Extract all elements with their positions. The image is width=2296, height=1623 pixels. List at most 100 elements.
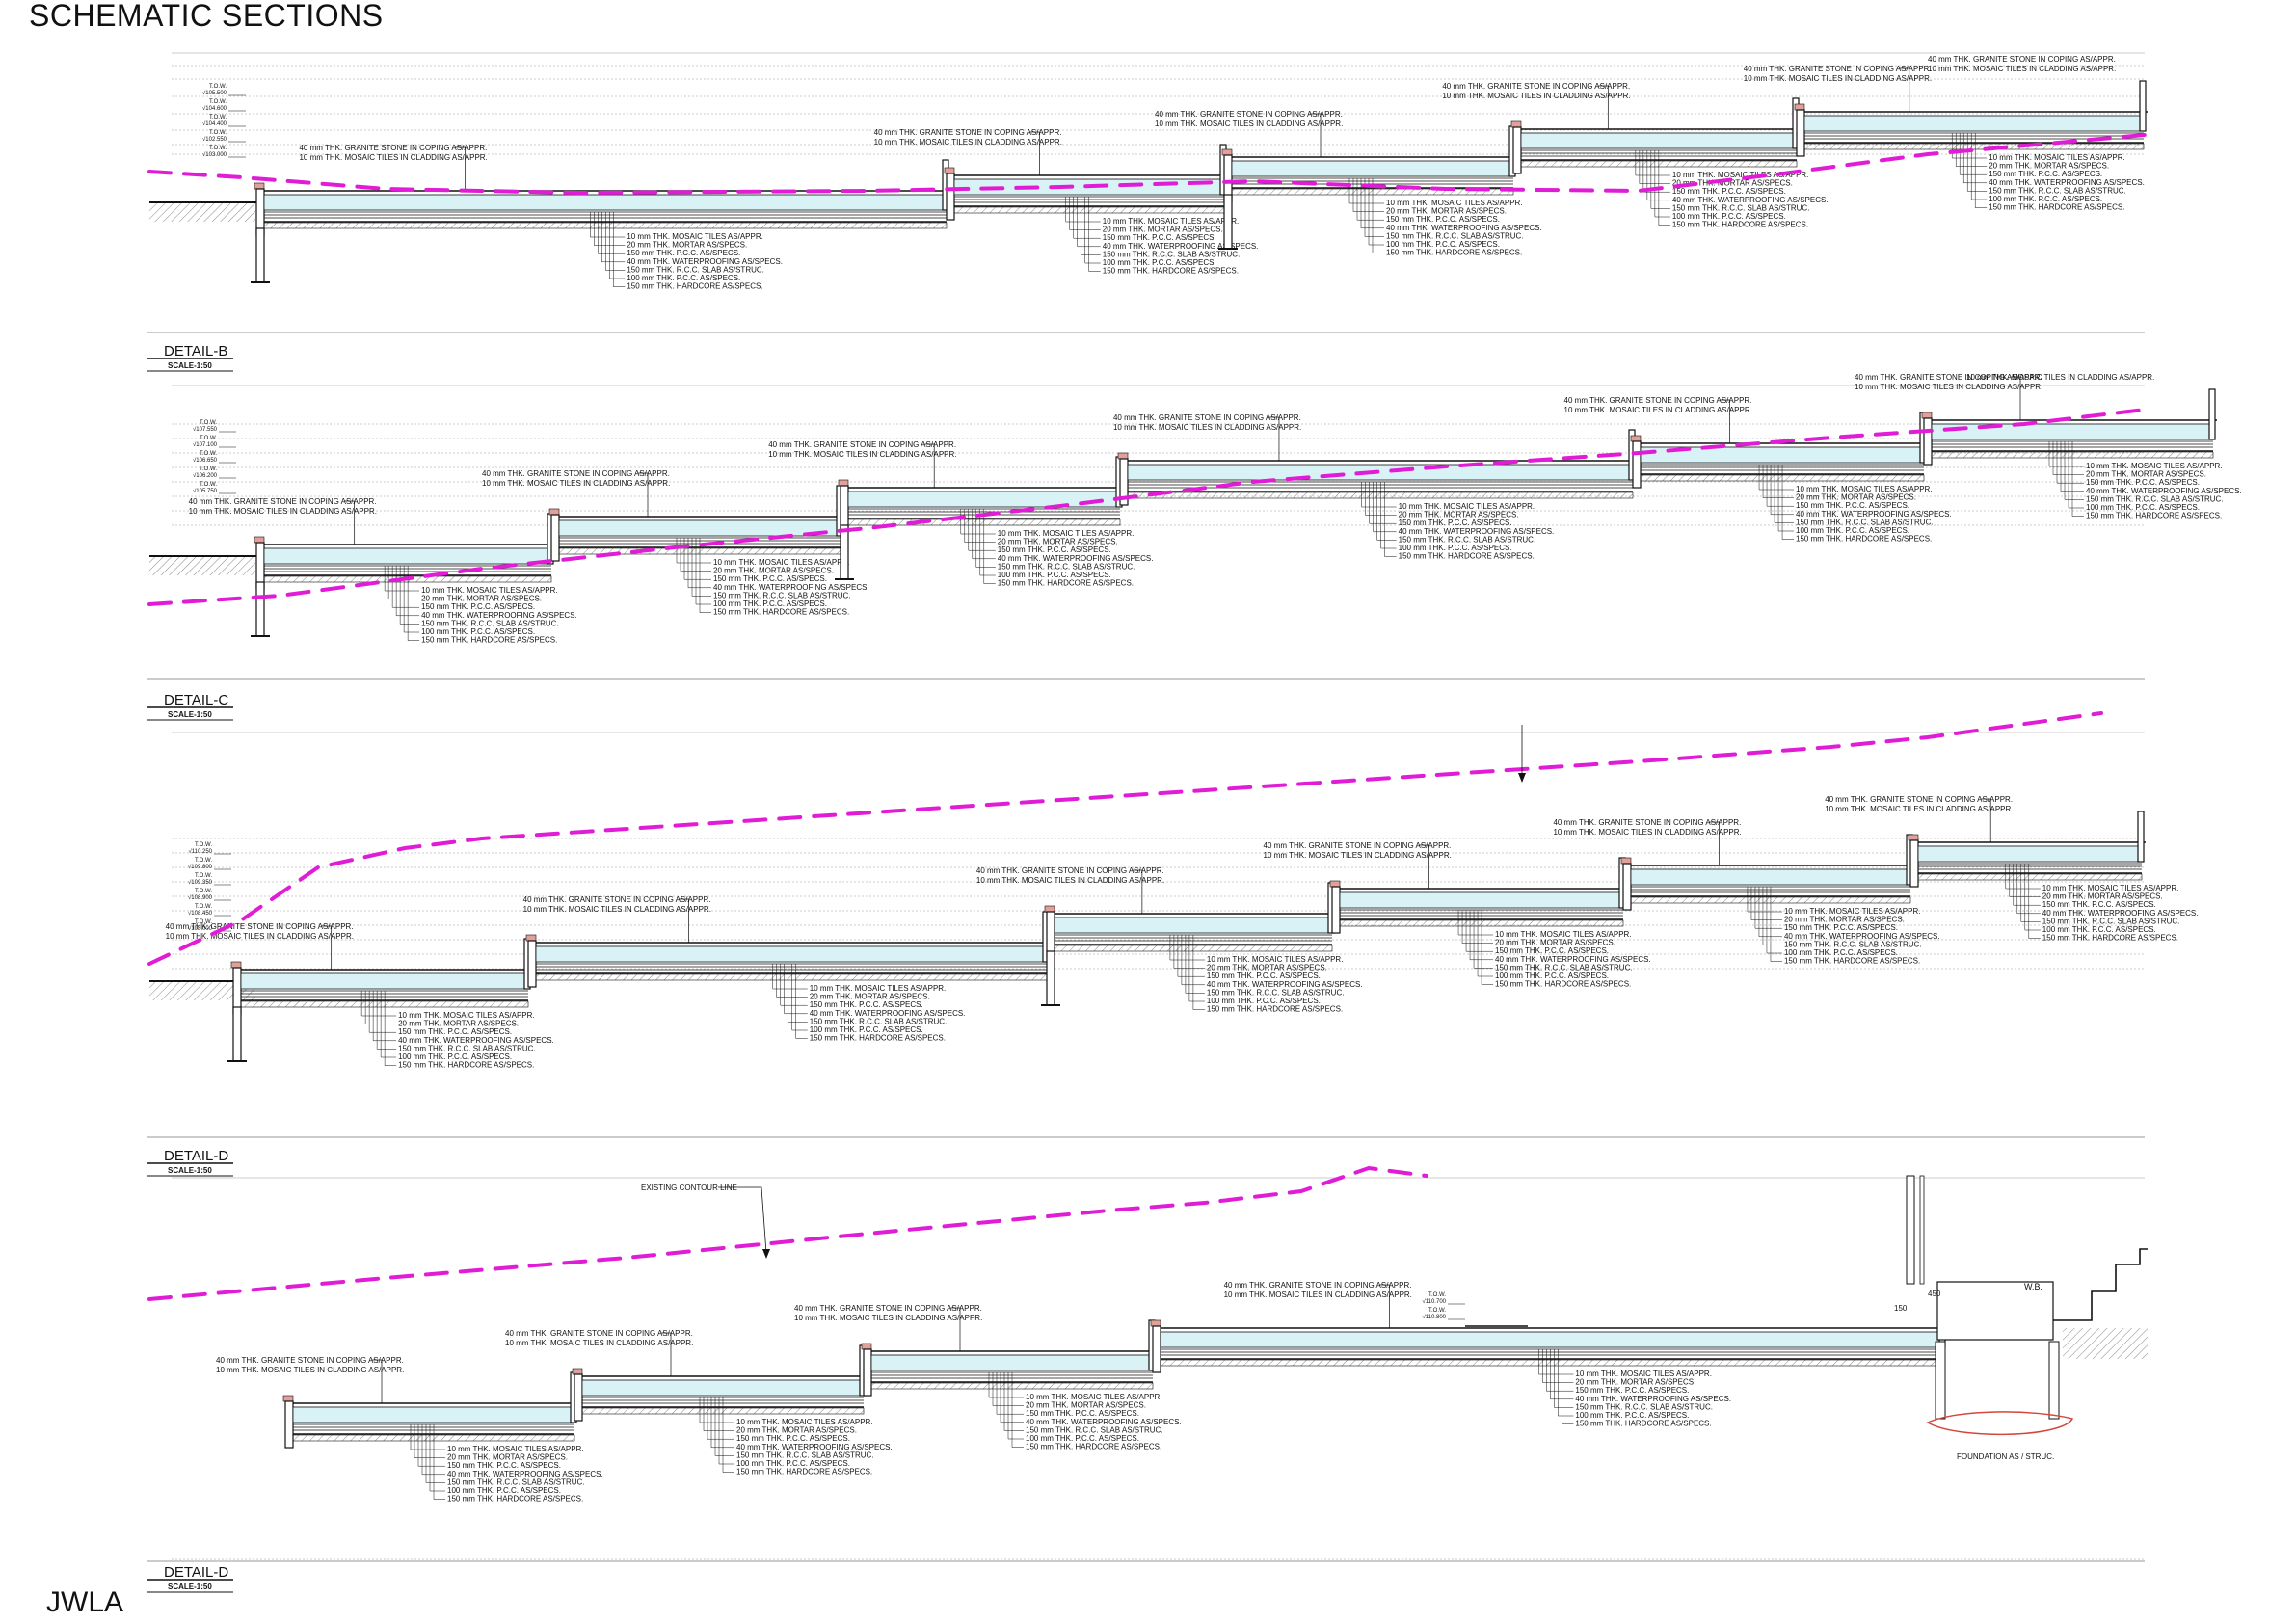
layer-callout-text: 100 mm THK. P.C.C. AS/SPECS. (713, 599, 827, 608)
level-value: √107.550 (193, 426, 218, 433)
pool-module: 40 mm THK. GRANITE STONE IN COPING AS/AP… (1264, 841, 1651, 989)
layer-callout-text: 20 mm THK. MORTAR AS/SPECS. (2042, 892, 2163, 901)
foundation-markup (1926, 1411, 2074, 1436)
level-tag: T.O.W. (195, 904, 212, 910)
coping-callout-text: 40 mm THK. GRANITE STONE IN COPING AS/AP… (166, 922, 354, 931)
layer-callout-text: 150 mm THK. R.C.C. SLAB AS/STRUC. (1026, 1425, 1163, 1434)
cladding-callout-text: 10 mm THK. MOSAIC TILES IN CLADDING AS/A… (523, 905, 711, 914)
pool-module: 40 mm THK. GRANITE STONE IN COPING AS/AP… (794, 1304, 1182, 1451)
layer-callout-text: 20 mm THK. MORTAR AS/SPECS. (713, 567, 834, 575)
layer-callout-text: 150 mm THK. P.C.C. AS/SPECS. (398, 1027, 512, 1036)
pool-module: 40 mm THK. GRANITE STONE IN COPING AS/AP… (1150, 1281, 1947, 1428)
layer-callout-text: 150 mm THK. P.C.C. AS/SPECS. (810, 1000, 923, 1009)
layer-callout-text: 150 mm THK. P.C.C. AS/SPECS. (736, 1434, 850, 1443)
coping-callout-text: 40 mm THK. GRANITE STONE IN COPING AS/AP… (1224, 1281, 1412, 1290)
layer-callout-text: 40 mm THK. WATERPROOFING AS/SPECS. (1784, 932, 1940, 941)
layer-callout-text: 150 mm THK. HARDCORE AS/SPECS. (1207, 1005, 1343, 1014)
layer-callout-text: 20 mm THK. MORTAR AS/SPECS. (998, 538, 1118, 546)
layer-callout-text: 10 mm THK. MOSAIC TILES AS/APPR. (627, 232, 763, 241)
layer-callout-text: 20 mm THK. MORTAR AS/SPECS. (1495, 939, 1615, 947)
layer-callout-text: 20 mm THK. MORTAR AS/SPECS. (627, 241, 747, 250)
cladding-callout-text: 10 mm THK. MOSAIC TILES IN CLADDING AS/A… (216, 1366, 404, 1374)
water-body (581, 1379, 865, 1397)
coping-callout-text: 40 mm THK. GRANITE STONE IN COPING AS/AP… (1553, 818, 1741, 827)
level-value: √102.550 (202, 136, 227, 143)
level-tag: T.O.W. (200, 482, 217, 488)
coping-callout-text: 40 mm THK. GRANITE STONE IN COPING AS/AP… (189, 497, 377, 506)
detail-tag-scale: SCALE-1:50 (168, 710, 212, 719)
layer-callout-text: 40 mm THK. WATERPROOFING AS/SPECS. (1207, 980, 1363, 989)
pool-module: 40 mm THK. GRANITE STONE IN COPING AS/AP… (166, 922, 554, 1070)
retaining-wall (1796, 109, 1805, 157)
layer-callout-text: 150 mm THK. P.C.C. AS/SPECS. (713, 574, 827, 583)
footer-brand: JWLA (46, 1586, 124, 1618)
layer-callout-text: 40 mm THK. WATERPROOFING AS/SPECS. (1399, 527, 1555, 536)
layer-callout-text: 20 mm THK. MORTAR AS/SPECS. (1386, 207, 1507, 216)
retaining-wall (1909, 839, 1919, 888)
coping-callout-text: 40 mm THK. GRANITE STONE IN COPING AS/AP… (505, 1329, 693, 1338)
level-value: √108.000 (188, 925, 213, 932)
coping-stone (1510, 120, 1522, 128)
hardcore-layer (1160, 1359, 1944, 1367)
layer-callout-text: 150 mm THK. R.C.C. SLAB AS/STRUC. (1672, 203, 1810, 212)
retaining-wall (1923, 417, 1933, 466)
pool-module: 40 mm THK. GRANITE STONE IN COPING AS/AP… (1442, 82, 1828, 229)
detail-tag-title: DETAIL-D (164, 1148, 228, 1164)
layer-callout-text: 150 mm THK. P.C.C. AS/SPECS. (1103, 233, 1216, 242)
coping-stone (1221, 148, 1233, 156)
coping-callout-text: 40 mm THK. GRANITE STONE IN COPING AS/AP… (1825, 795, 2013, 804)
pier-column (1046, 950, 1055, 1006)
layer-callout-text: 100 mm THK. P.C.C. AS/SPECS. (810, 1025, 923, 1034)
callout-leader (1598, 85, 1609, 129)
layer-callout-text: 100 mm THK. P.C.C. AS/SPECS. (1796, 526, 1909, 535)
layer-callout-text: 150 mm THK. R.C.C. SLAB AS/STRUC. (1386, 231, 1524, 240)
layer-callout-text: 10 mm THK. MOSAIC TILES AS/APPR. (2086, 462, 2223, 470)
layer-callout-text: 150 mm THK. HARDCORE AS/SPECS. (998, 579, 1134, 588)
callout-leader (372, 1359, 383, 1403)
pool-module: 40 mm THK. GRANITE STONE IN COPING AS/AP… (216, 1356, 603, 1503)
callout-leader (1981, 798, 1991, 842)
level-tag: T.O.W. (209, 115, 227, 120)
layer-callout-text: 10 mm THK. MOSAIC TILES AS/APPR. (1989, 153, 2125, 162)
hardcore-layer (1917, 873, 2143, 881)
layer-callout-text: 20 mm THK. MORTAR AS/SPECS. (1026, 1401, 1146, 1410)
layer-callout-text: 10 mm THK. MOSAIC TILES AS/APPR. (810, 984, 947, 993)
layer-callout-text: 150 mm THK. HARDCORE AS/SPECS. (736, 1468, 872, 1477)
coping-stone (1117, 452, 1129, 460)
layer-callout-text: 150 mm THK. P.C.C. AS/SPECS. (1207, 971, 1321, 980)
foundation-label: FOUNDATION AS / STRUC. (1957, 1452, 2054, 1461)
coping-stone (1794, 103, 1805, 111)
cladding-callout-text: 10 mm THK. MOSAIC TILES IN CLADDING AS/A… (794, 1314, 982, 1322)
layer-callout-text: 100 mm THK. P.C.C. AS/SPECS. (1672, 212, 1786, 221)
layer-callout-text: 100 mm THK. P.C.C. AS/SPECS. (1495, 971, 1609, 980)
layer-callout-text: 10 mm THK. MOSAIC TILES AS/APPR. (1575, 1370, 1712, 1378)
layer-callout-text: 40 mm THK. WATERPROOFING AS/SPECS. (998, 554, 1154, 563)
water-body (1127, 464, 1634, 481)
cladding-callout-text: 10 mm THK. MOSAIC TILES IN CLADDING AS/A… (1855, 383, 2042, 391)
layer-callout-text: 150 mm THK. HARDCORE AS/SPECS. (1672, 221, 1808, 229)
layer-callout-text: 40 mm THK. WATERPROOFING AS/SPECS. (2086, 487, 2242, 495)
layer-callout-text: 150 mm THK. R.C.C. SLAB AS/STRUC. (713, 591, 851, 599)
existing-contour-line (147, 1165, 1428, 1301)
retaining-wall (284, 1400, 294, 1449)
layer-callout-text: 150 mm THK. HARDCORE AS/SPECS. (398, 1061, 534, 1070)
coping-callout-text: 40 mm THK. GRANITE STONE IN COPING AS/AP… (1113, 413, 1301, 422)
layer-callout-text: 150 mm THK. HARDCORE AS/SPECS. (421, 636, 557, 645)
layer-callout-text: 150 mm THK. HARDCORE AS/SPECS. (1784, 957, 1920, 966)
layer-callout-text: 10 mm THK. MOSAIC TILES AS/APPR. (1103, 217, 1240, 226)
layer-callout-text: 150 mm THK. R.C.C. SLAB AS/STRUC. (1207, 988, 1345, 997)
callout-leader (638, 472, 649, 517)
layer-callout-text: 150 mm THK. HARDCORE AS/SPECS. (1989, 203, 2124, 212)
coping-callout-text: 40 mm THK. GRANITE STONE IN COPING AS/AP… (1564, 396, 1752, 405)
dimension-label: 450 (1928, 1290, 1941, 1298)
water-body (1339, 891, 1624, 909)
retaining-wall (574, 1373, 583, 1422)
level-tag: T.O.W. (200, 436, 217, 441)
water-body (292, 1406, 575, 1423)
level-tag: T.O.W. (1428, 1292, 1446, 1298)
layer-callout-text: 100 mm THK. P.C.C. AS/SPECS. (1784, 948, 1898, 957)
cladding-callout-text: 10 mm THK. MOSAIC TILES IN CLADDING AS/A… (768, 450, 956, 459)
layer-callout-text: 150 mm THK. P.C.C. AS/SPECS. (1399, 519, 1512, 527)
